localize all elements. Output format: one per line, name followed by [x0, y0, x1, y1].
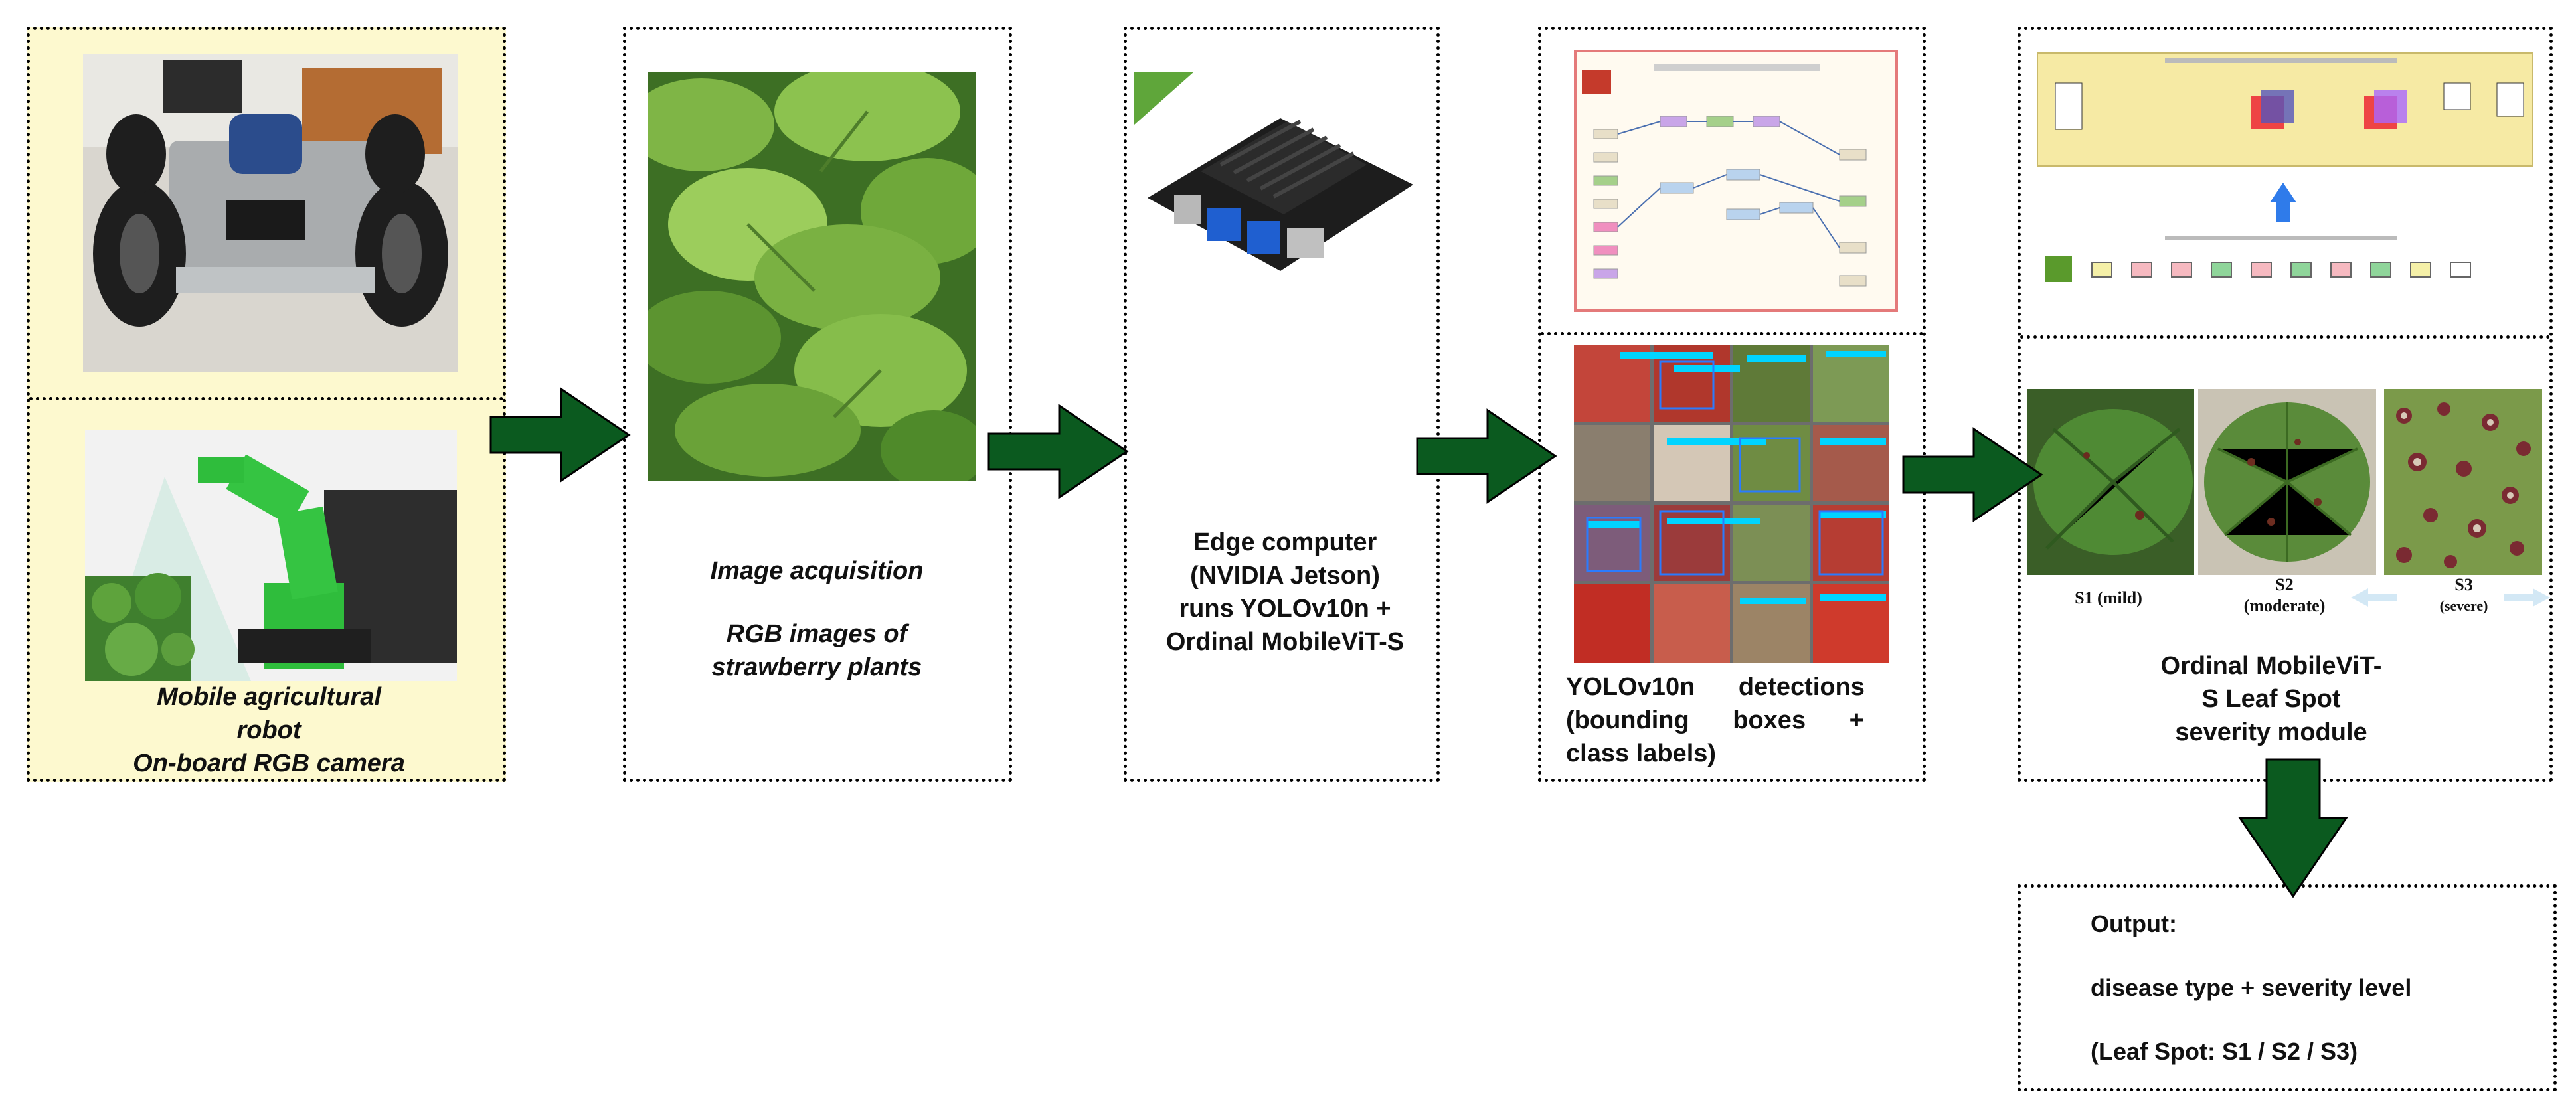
severity-label-s2-main: S2: [2221, 574, 2348, 596]
severity-caption: Ordinal MobileViT- S Leaf Spot severity …: [2085, 649, 2457, 749]
yolo-panel-divider: [1541, 332, 1923, 335]
arrow-right-icon: [1415, 406, 1561, 506]
severity-label-s1-main: S1 (mild): [2045, 588, 2172, 609]
output-line-2: disease type + severity level: [2091, 972, 2542, 1004]
severity-panel-divider: [2020, 335, 2550, 339]
robot-caption-line-2: robot: [80, 714, 458, 747]
severity-label-s2-sub: (moderate): [2221, 596, 2348, 617]
edge-line-1: Edge computer: [1129, 526, 1441, 559]
edge-line-2: (NVIDIA Jetson): [1129, 559, 1441, 592]
yolo-line-1: YOLOv10n detections: [1566, 671, 1898, 704]
panel-divider: [29, 397, 503, 400]
robot-caption-line-1: Mobile agricultural: [80, 680, 458, 714]
severity-label-s2: S2 (moderate): [2221, 574, 2348, 617]
severity-caption-line-2: S Leaf Spot: [2085, 682, 2457, 716]
leaf-spot-s3-photo: [2384, 389, 2542, 575]
leaf-spot-s1-photo: [2027, 389, 2194, 575]
mobile-robot-photo: [83, 54, 458, 372]
acquisition-caption: Image acquisition RGB images of strawber…: [638, 554, 996, 684]
edge-line-3: runs YOLOv10n +: [1129, 592, 1441, 625]
arrow-down-icon: [2237, 757, 2350, 900]
output-text: Output: disease type + severity level (L…: [2091, 908, 2542, 1068]
yolo-detections-grid: [1574, 345, 1889, 663]
edge-computer-caption: Edge computer (NVIDIA Jetson) runs YOLOv…: [1129, 526, 1441, 659]
output-line-1: Output:: [2091, 908, 2542, 940]
jetson-board-photo: [1134, 72, 1418, 291]
robot-arm-photo: [85, 430, 457, 681]
arrow-right-icon: [1901, 425, 2047, 524]
yolo-architecture-diagram: [1574, 50, 1898, 312]
robot-caption: Mobile agricultural robot On-board RGB c…: [80, 680, 458, 780]
severity-caption-line-3: severity module: [2085, 716, 2457, 749]
yolo-line-3: class labels): [1566, 737, 1898, 770]
arrow-right-icon: [986, 402, 1132, 501]
severity-scale-arrow-icon: [2351, 586, 2550, 609]
yolo-line-2: (bounding boxes +: [1566, 704, 1898, 737]
severity-caption-line-1: Ordinal MobileViT-: [2085, 649, 2457, 682]
leaf-spot-s2-photo: [2198, 389, 2376, 575]
mobilevit-architecture-diagram: [2032, 50, 2537, 319]
robot-caption-line-3: On-board RGB camera: [80, 747, 458, 780]
yolo-caption: YOLOv10n detections (bounding boxes + cl…: [1566, 671, 1898, 770]
acquisition-title: Image acquisition: [638, 554, 996, 588]
arrow-right-icon: [488, 385, 634, 485]
output-line-3: (Leaf Spot: S1 / S2 / S3): [2091, 1036, 2542, 1068]
acquisition-line-1: RGB images of: [638, 617, 996, 651]
edge-line-4: Ordinal MobileViT-S: [1129, 625, 1441, 659]
acquisition-line-2: strawberry plants: [638, 651, 996, 684]
severity-label-s1: S1 (mild): [2045, 588, 2172, 609]
strawberry-plants-photo: [648, 72, 976, 481]
